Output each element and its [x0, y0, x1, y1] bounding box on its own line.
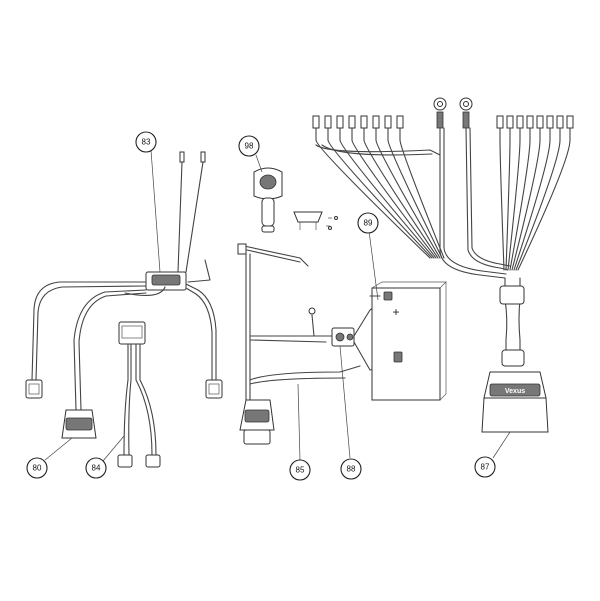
terminal-wire	[507, 127, 521, 271]
callout-85: 85	[289, 459, 311, 481]
spade-terminal	[506, 115, 514, 129]
harness-assembly-80	[25, 151, 223, 439]
terminal-wire	[515, 127, 561, 271]
callout-85-label: 85	[296, 466, 305, 475]
callout-80: 80	[26, 457, 48, 479]
callout-98-label: 98	[245, 142, 254, 151]
terminal-wire	[499, 127, 505, 271]
callout-98: 98	[238, 135, 260, 157]
terminal-wire	[339, 127, 435, 259]
spade-terminal	[566, 115, 574, 129]
leader-lines	[44, 149, 511, 462]
spade-terminal	[526, 115, 534, 129]
terminal-wire	[351, 127, 437, 259]
spade-terminal	[556, 115, 564, 129]
spade-terminal	[324, 115, 332, 129]
battery-plus-symbol: +	[392, 305, 399, 319]
callout-87-label: 87	[481, 463, 490, 472]
callout-89: 89	[357, 212, 379, 234]
terminal-wire	[513, 127, 551, 271]
callout-83: 83	[135, 131, 157, 153]
terminal-wire	[315, 127, 431, 259]
terminal-wire	[327, 127, 433, 259]
spade-terminal	[396, 115, 404, 129]
terminal-wire	[375, 127, 441, 259]
spade-terminal	[360, 115, 368, 129]
spade-terminal	[516, 115, 524, 129]
main-harness-87: Vexus	[312, 97, 574, 433]
spade-terminal	[496, 115, 504, 129]
callout-87: 87	[474, 456, 496, 478]
terminal-wire	[363, 127, 439, 259]
callout-88-label: 88	[347, 465, 356, 474]
callout-88: 88	[340, 458, 362, 480]
battery-89: +	[369, 281, 447, 401]
handheld-control-98	[253, 167, 338, 233]
spade-terminal	[384, 115, 392, 129]
connector-logo: Vexus	[505, 388, 525, 395]
spade-terminal	[312, 115, 320, 129]
terminal-wire	[505, 127, 511, 271]
terminal-wire	[509, 127, 531, 271]
terminal-wire	[399, 127, 445, 259]
callout-84: 84	[85, 457, 107, 479]
terminal-wire	[511, 127, 541, 271]
y-adapter-harness-84	[117, 321, 161, 468]
battery-harness-85	[237, 243, 361, 445]
callout-83-label: 83	[142, 138, 151, 147]
terminal-wire	[517, 127, 571, 271]
terminal-wire	[387, 127, 443, 259]
spade-terminal	[546, 115, 554, 129]
spade-terminal	[372, 115, 380, 129]
spade-terminal	[536, 115, 544, 129]
callout-84-label: 84	[92, 464, 101, 473]
spade-terminal	[336, 115, 344, 129]
callout-89-label: 89	[364, 219, 373, 228]
callout-80-label: 80	[33, 464, 42, 473]
spade-terminal	[348, 115, 356, 129]
